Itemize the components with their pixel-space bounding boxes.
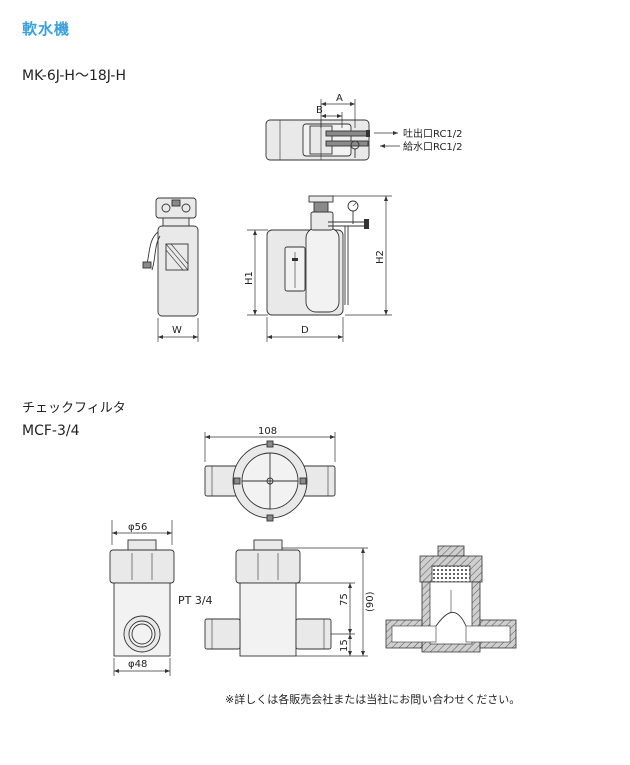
label-90: (90)	[365, 591, 376, 612]
label-15: 15	[339, 639, 350, 652]
port-labels: 吐出口RC1/2 給水口RC1/2	[374, 127, 463, 153]
label-d: D	[301, 325, 309, 336]
footnote: ※詳しくは各販売会社または当社にお問い合わせください。	[225, 693, 521, 706]
label-75: 75	[339, 593, 350, 606]
filter-side-view: φ56 φ48	[109, 520, 175, 676]
model-name-filter: MCF-3/4	[22, 423, 80, 439]
label-phi48: φ48	[128, 659, 147, 670]
model-name-softener: MK-6J-H〜18J-H	[22, 68, 126, 84]
label-pt34: PT 3/4	[178, 594, 213, 607]
label-108: 108	[258, 426, 277, 437]
product-name-check-filter: チェックフィルタ	[22, 401, 126, 416]
label-outlet: 吐出口RC1/2	[403, 127, 463, 140]
label-b: B	[316, 105, 323, 116]
dimension-a-b: A B	[316, 93, 356, 128]
label-inlet: 給水口RC1/2	[403, 140, 463, 153]
dimension-w: W	[157, 318, 199, 342]
softener-front-view	[266, 195, 369, 316]
softener-side-view	[142, 197, 199, 317]
filter-front-view: 75 15 (90)	[204, 539, 376, 657]
label-h1: H1	[244, 271, 255, 285]
dimension-h1-h2-d: H1 H2 D	[244, 195, 392, 342]
label-a: A	[336, 93, 343, 104]
filter-top-view: 108	[204, 426, 336, 522]
filter-section-view	[385, 545, 517, 653]
softener-top-view	[265, 119, 370, 161]
page-title: 軟水機	[22, 20, 71, 38]
label-h2: H2	[375, 250, 386, 264]
label-phi56: φ56	[128, 522, 147, 533]
label-w: W	[172, 325, 182, 336]
